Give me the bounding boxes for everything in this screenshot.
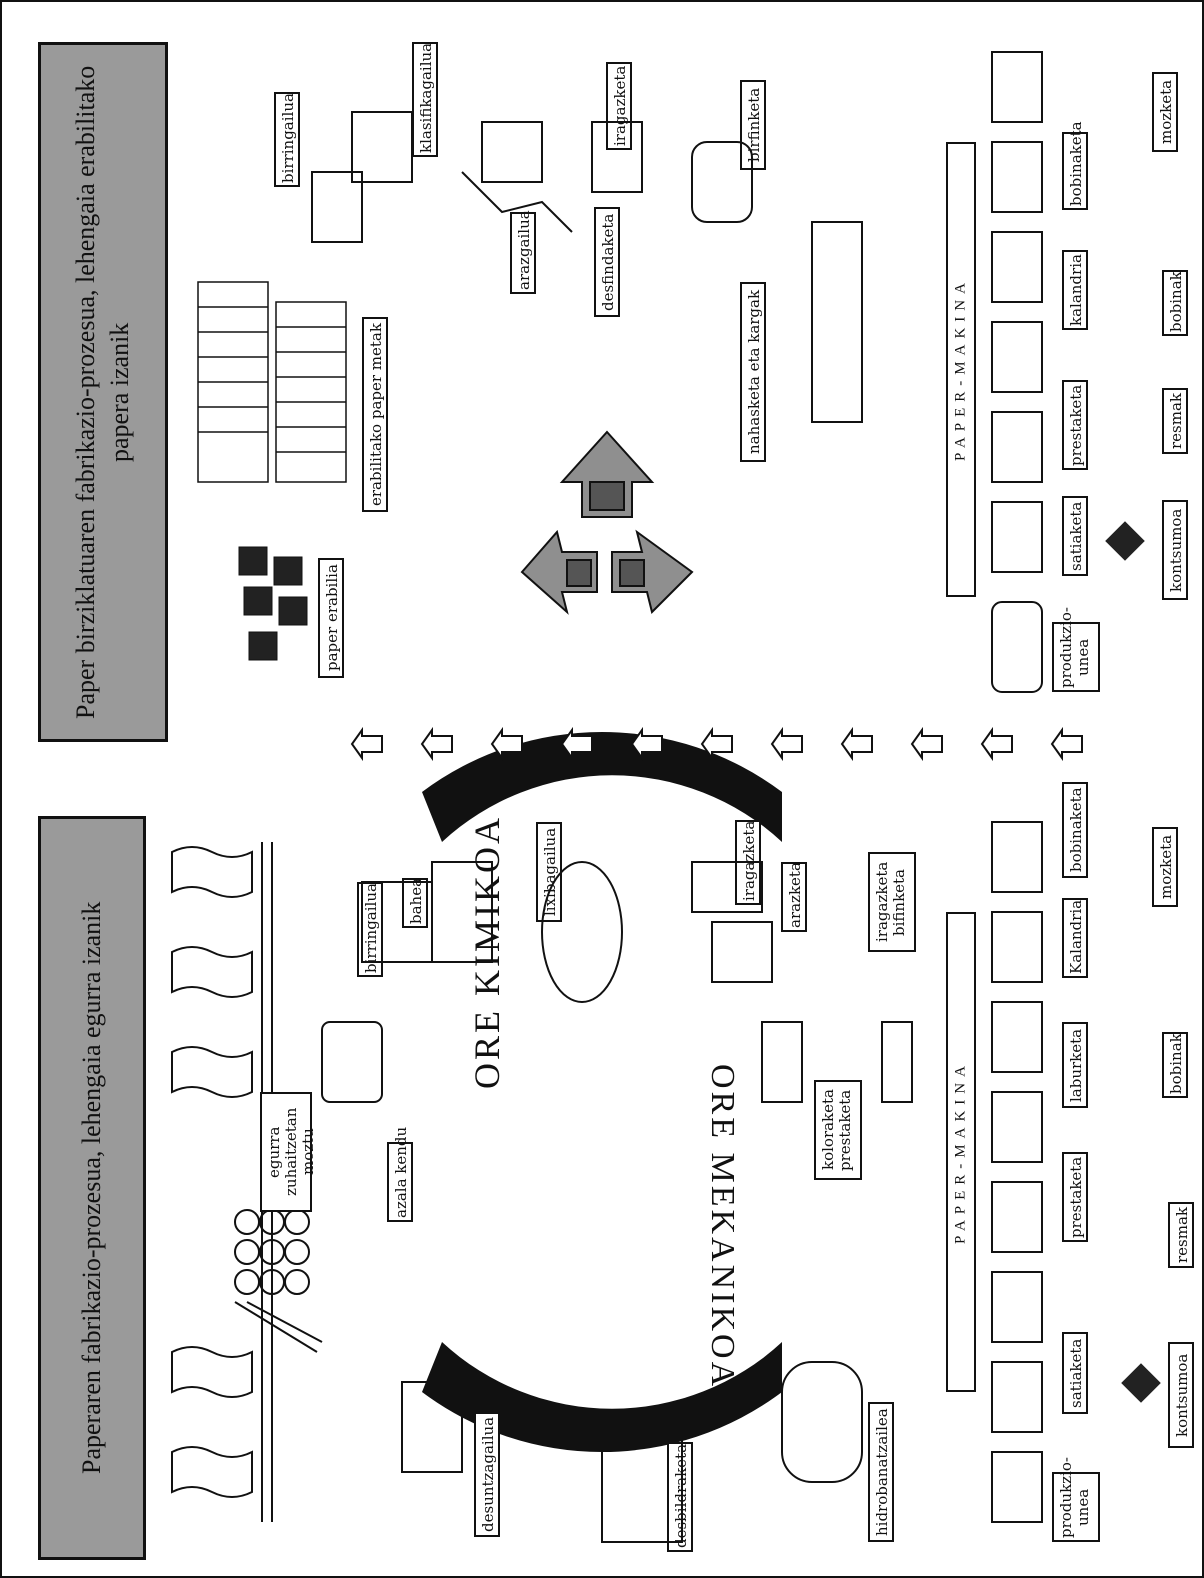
paper-makina-right: PAPER-MAKINA — [946, 142, 976, 597]
used-paper-cubes — [234, 542, 314, 672]
label-birringailua-right: birringailua — [274, 92, 300, 187]
paper-machine-sketch-right — [982, 42, 1052, 702]
arc-top-label: ORE KIMIKOA — [0, 1039, 41, 1294]
label-prestaketa-left: prestaketa — [1062, 1152, 1088, 1242]
label-kontsumoa-left: kontsumoa — [1168, 1342, 1194, 1448]
consumer-cube-left — [1122, 1364, 1162, 1404]
label-kontsumoa-right: kontsumoa — [1162, 500, 1188, 600]
label-mozketa-left: mozketa — [1152, 827, 1178, 907]
recycle-symbol — [502, 422, 712, 632]
right-title-banner: Paper birziklatuaren fabrikazio-prozesua… — [38, 42, 168, 742]
machine-sketches-left — [302, 822, 902, 1562]
connector-arrows — [342, 728, 1122, 768]
left-title: Paperaren fabrikazio-prozesua, lehengaia… — [41, 819, 143, 1557]
label-produkziounea-left: produkzio- unea — [1052, 1472, 1100, 1542]
label-bobinaketa-left: bobinaketa — [1062, 782, 1088, 878]
consumer-cube-right — [1106, 522, 1146, 562]
label-satiaketa-left: satiaketa — [1062, 1332, 1088, 1414]
label-mozketa-right: mozketa — [1152, 72, 1178, 152]
label-resmak-right: resmak — [1162, 388, 1188, 454]
label-kalandra-left: Kalandria — [1062, 898, 1088, 978]
paper-machine-sketch-left — [982, 802, 1052, 1542]
label-bobinak-right: bobinak — [1162, 270, 1188, 336]
right-title: Paper birziklatuaren fabrikazio-prozesua… — [41, 45, 165, 739]
label-bobinaketa-right: bobinaketa — [1062, 132, 1088, 210]
label-resmak-left: resmak — [1168, 1202, 1194, 1268]
label-paper-erabilia: paper erabilia — [318, 558, 344, 678]
label-prestaketa-right: prestaketa — [1062, 380, 1088, 470]
label-satiaketa-right: satiaketa — [1062, 496, 1088, 576]
paper-makina-left: PAPER-MAKINA — [946, 912, 976, 1392]
label-kalandra-right: kalandria — [1062, 250, 1088, 330]
label-laburketa: laburketa — [1062, 1022, 1088, 1108]
label-bobinak-left: bobinak — [1162, 1032, 1188, 1098]
label-produkziounea-right: produkzio- unea — [1052, 622, 1100, 692]
left-title-banner: Paperaren fabrikazio-prozesua, lehengaia… — [38, 816, 146, 1560]
